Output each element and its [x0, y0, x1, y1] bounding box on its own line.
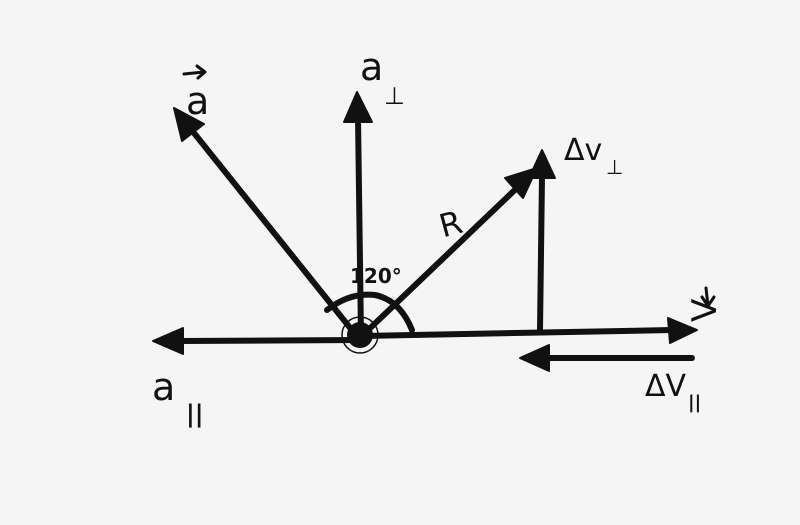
angle-arc [324, 291, 415, 333]
svg-text:a: a [360, 45, 383, 89]
a-vector [173, 107, 358, 337]
svg-text:||: || [186, 400, 204, 428]
origin-point [341, 316, 379, 354]
delta-v-perp-vector [528, 149, 556, 333]
label-a-parallel: a || [152, 365, 204, 428]
svg-text:ΔV: ΔV [645, 369, 687, 404]
svg-text:V: V [685, 299, 725, 322]
a-parallel-vector [152, 327, 363, 355]
svg-text:120°: 120° [350, 264, 402, 288]
label-a: a [182, 64, 209, 123]
label-delta-v-parallel: ΔV || [645, 369, 701, 413]
svg-text:a: a [186, 79, 209, 123]
v-vector [357, 317, 698, 344]
label-r: R [435, 203, 466, 245]
delta-v-parallel-vector [519, 344, 695, 372]
label-v: V [685, 286, 725, 322]
svg-text:⊥: ⊥ [384, 82, 405, 110]
svg-text:⊥: ⊥ [606, 155, 623, 179]
label-delta-v-perp: Δv ⊥ [564, 133, 623, 179]
svg-text:Δv: Δv [564, 133, 602, 168]
label-angle: 120° [350, 264, 402, 288]
label-a-perp: a ⊥ [360, 45, 405, 110]
svg-text:||: || [688, 392, 701, 413]
svg-text:R: R [435, 203, 466, 245]
a-perp-vector [343, 91, 373, 339]
svg-text:a: a [152, 365, 175, 409]
r-vector [362, 167, 538, 336]
